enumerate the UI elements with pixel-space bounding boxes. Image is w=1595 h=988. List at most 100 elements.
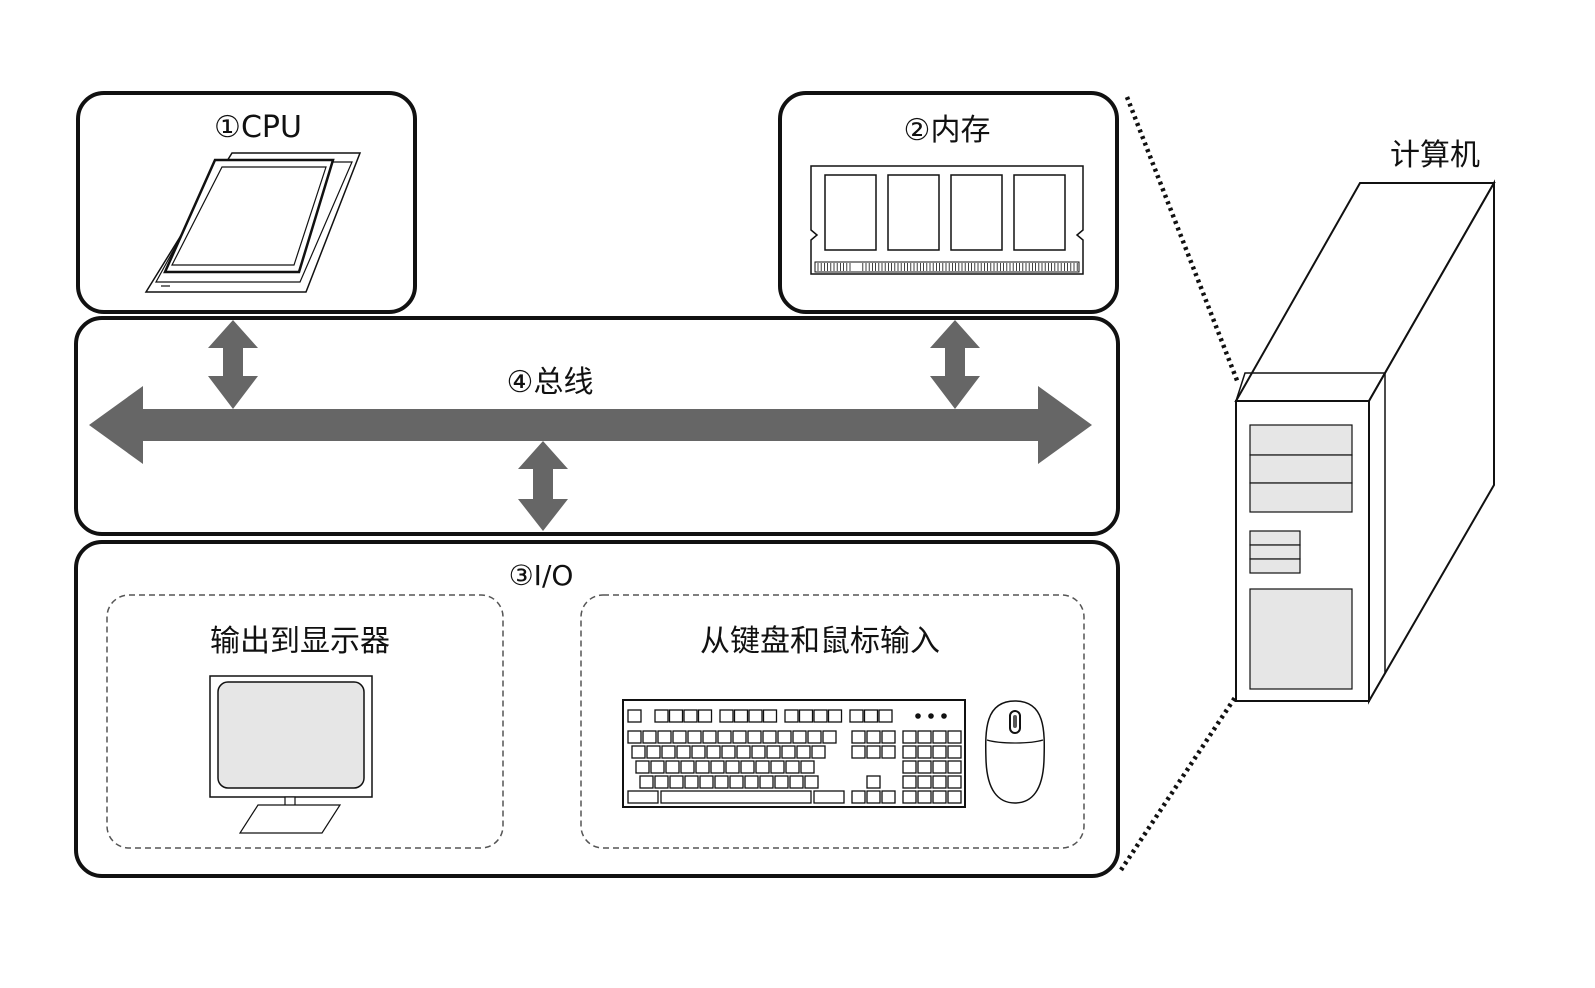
keyboard-key bbox=[932, 730, 947, 744]
keyboard-key bbox=[781, 745, 796, 759]
mouse-icon bbox=[985, 700, 1045, 804]
keyboard-key bbox=[866, 790, 881, 804]
keyboard-key bbox=[792, 730, 807, 744]
keyboard-key bbox=[917, 760, 932, 774]
keyboard-key bbox=[668, 709, 684, 723]
keyboard-key bbox=[627, 730, 642, 744]
keyboard-key bbox=[932, 775, 947, 789]
keyboard-key bbox=[665, 760, 680, 774]
keyboard-key bbox=[755, 760, 770, 774]
keyboard-key bbox=[639, 775, 654, 789]
keyboard-key bbox=[851, 745, 866, 759]
monitor-icon bbox=[209, 675, 373, 834]
keyboard-key bbox=[902, 730, 917, 744]
keyboard-key bbox=[849, 709, 864, 723]
keyboard-key bbox=[759, 775, 774, 789]
memory-module-icon bbox=[810, 165, 1084, 275]
keyboard-key bbox=[881, 790, 896, 804]
keyboard-key bbox=[721, 745, 736, 759]
keyboard-key bbox=[917, 730, 932, 744]
keyboard-key bbox=[807, 730, 822, 744]
keyboard-key bbox=[751, 745, 766, 759]
keyboard-key bbox=[717, 730, 732, 744]
keyboard-key bbox=[657, 730, 672, 744]
keyboard-key bbox=[785, 760, 800, 774]
keyboard-key bbox=[650, 760, 665, 774]
keyboard-key bbox=[733, 709, 749, 723]
keyboard-key bbox=[902, 760, 917, 774]
output-area bbox=[106, 594, 504, 849]
keyboard-key bbox=[947, 745, 962, 759]
keyboard-key bbox=[669, 775, 684, 789]
keyboard-key bbox=[863, 709, 879, 723]
keyboard-key bbox=[777, 730, 792, 744]
keyboard-key bbox=[827, 709, 843, 723]
keyboard-key bbox=[635, 760, 650, 774]
keyboard-key bbox=[902, 790, 917, 804]
keyboard-key bbox=[744, 775, 759, 789]
keyboard-key bbox=[748, 709, 763, 723]
keyboard-key bbox=[796, 745, 811, 759]
keyboard-key bbox=[736, 745, 751, 759]
keyboard-key bbox=[798, 709, 814, 723]
memory-label: ②内存 bbox=[904, 113, 991, 148]
keyboard-key bbox=[902, 775, 917, 789]
keyboard-key bbox=[714, 775, 729, 789]
keyboard-key bbox=[766, 745, 781, 759]
input-label: 从键盘和鼠标输入 bbox=[700, 624, 940, 659]
keyboard-key bbox=[947, 730, 962, 744]
keyboard-key bbox=[747, 730, 762, 744]
keyboard-key bbox=[917, 775, 932, 789]
keyboard-key bbox=[699, 775, 714, 789]
keyboard-key bbox=[627, 790, 659, 804]
keyboard-key bbox=[646, 745, 661, 759]
keyboard-key bbox=[660, 790, 812, 804]
keyboard-key bbox=[822, 730, 837, 744]
io-label: ③I/O bbox=[509, 559, 574, 592]
cpu-bus-arrow bbox=[208, 320, 258, 409]
keyboard-key bbox=[800, 760, 815, 774]
keyboard-key bbox=[878, 709, 893, 723]
keyboard-key bbox=[851, 790, 866, 804]
keyboard-key bbox=[672, 730, 687, 744]
keyboard-key bbox=[702, 730, 717, 744]
keyboard-icon bbox=[622, 699, 966, 808]
zoom-lines bbox=[1119, 96, 1241, 872]
keyboard-key bbox=[932, 790, 947, 804]
keyboard-key bbox=[627, 709, 642, 723]
keyboard-key bbox=[762, 709, 778, 723]
output-label: 输出到显示器 bbox=[210, 624, 390, 659]
keyboard-key bbox=[866, 775, 881, 789]
keyboard-key bbox=[684, 775, 699, 789]
keyboard-key bbox=[725, 760, 740, 774]
memory-bus-arrow bbox=[930, 320, 980, 409]
keyboard-key bbox=[789, 775, 804, 789]
keyboard-key bbox=[866, 745, 881, 759]
keyboard-key bbox=[813, 790, 845, 804]
keyboard-key bbox=[661, 745, 676, 759]
keyboard-key bbox=[642, 730, 657, 744]
keyboard-key bbox=[947, 790, 962, 804]
keyboard-keys bbox=[627, 709, 962, 804]
bus-double-arrow bbox=[89, 386, 1092, 464]
cpu-chip-icon bbox=[144, 152, 362, 293]
keyboard-key bbox=[683, 709, 698, 723]
keyboard-key bbox=[676, 745, 691, 759]
keyboard-key bbox=[917, 790, 932, 804]
bus-arrows bbox=[89, 320, 1092, 531]
keyboard-key bbox=[932, 760, 947, 774]
keyboard-key bbox=[729, 775, 744, 789]
keyboard-key bbox=[917, 745, 932, 759]
keyboard-key bbox=[654, 775, 669, 789]
keyboard-key bbox=[706, 745, 721, 759]
keyboard-key bbox=[654, 709, 669, 723]
keyboard-key bbox=[881, 745, 896, 759]
computer-label: 计算机 bbox=[1390, 138, 1480, 173]
cpu-label: ①CPU bbox=[214, 110, 302, 145]
keyboard-key bbox=[902, 745, 917, 759]
bus-label: ④总线 bbox=[507, 365, 594, 400]
io-bus-arrow bbox=[518, 441, 568, 531]
keyboard-key bbox=[804, 775, 819, 789]
keyboard-key bbox=[687, 730, 702, 744]
